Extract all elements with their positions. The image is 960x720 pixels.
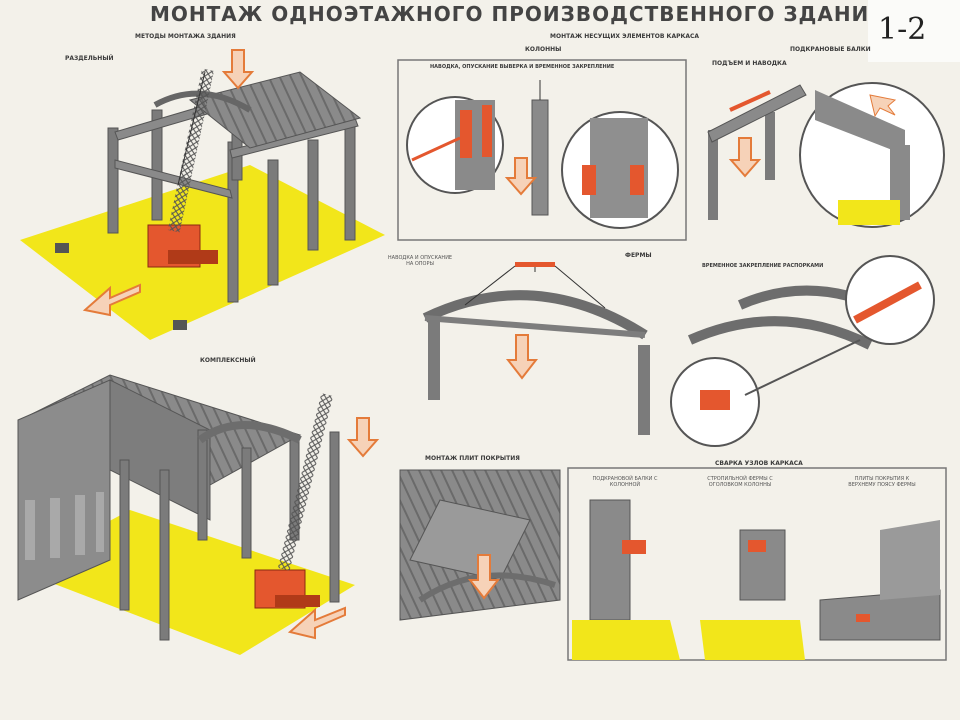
direction-arrow-icon — [287, 606, 346, 640]
poster-title: МОНТАЖ ОДНОЭТАЖНОГО ПРОИЗВОДСТВЕННОГО ЗД… — [150, 2, 886, 26]
crane-beams-heading: ПОДКРАНОВЫЕ БАЛКИ — [790, 46, 871, 53]
crane-beams-illustration — [707, 82, 945, 228]
frame-heading: МОНТАЖ НЕСУЩИХ ЭЛЕМЕНТОВ КАРКАСА — [550, 33, 700, 40]
trusses-illustration — [422, 255, 935, 447]
roof-slabs-illustration — [399, 469, 561, 621]
separate-method-illustration — [20, 49, 385, 340]
trusses-caption-2: ВРЕМЕННОЕ ЗАКРЕПЛЕНИЕ РАСПОРКАМИ — [702, 263, 824, 269]
trusses-heading: ФЕРМЫ — [625, 252, 652, 259]
method-separate-label: РАЗДЕЛЬНЫЙ — [65, 55, 114, 62]
welding-caption-3: ПЛИТЫ ПОКРЫТИЯ К ВЕРХНЕМУ ПОЯСУ ФЕРМЫ — [848, 476, 916, 488]
sheet-number: 1-2 — [878, 12, 927, 47]
direction-arrow-icon — [82, 283, 141, 317]
welding-caption-2: СТРОПИЛЬНОЙ ФЕРМЫ С ОГОЛОВКОМ КОЛОННЫ — [707, 476, 773, 488]
crane-icon — [254, 393, 334, 609]
crane-beams-caption: ПОДЪЕМ И НАВОДКА — [712, 60, 787, 67]
welding-heading: СВАРКА УЗЛОВ КАРКАСА — [715, 460, 803, 467]
columns-heading: КОЛОННЫ — [525, 46, 562, 53]
columns — [107, 99, 356, 303]
roof-slabs-heading: МОНТАЖ ПЛИТ ПОКРЫТИЯ — [425, 455, 520, 462]
sheet-number-badge: 1-2 — [868, 0, 960, 62]
complex-method-illustration — [17, 374, 380, 655]
roof-slabs — [188, 71, 362, 149]
down-arrow-icon — [221, 49, 255, 90]
method-complex-label: КОМПЛЕКСНЫЙ — [200, 357, 256, 364]
trusses-caption-1: НАВОДКА И ОПУСКАНИЕ НА ОПОРЫ — [387, 255, 453, 267]
crane-icon — [147, 68, 218, 268]
welding-illustration — [567, 467, 947, 661]
welding-caption-1: ПОДКРАНОВОЙ БАЛКИ С КОЛОННОЙ — [592, 476, 658, 488]
methods-heading: МЕТОДЫ МОНТАЖА ЗДАНИЯ — [135, 33, 236, 40]
columns-panel — [397, 59, 687, 241]
down-arrow-icon — [346, 417, 380, 458]
columns-caption: НАВОДКА, ОПУСКАНИЕ ВЫВЕРКА И ВРЕМЕННОЕ З… — [430, 64, 615, 70]
